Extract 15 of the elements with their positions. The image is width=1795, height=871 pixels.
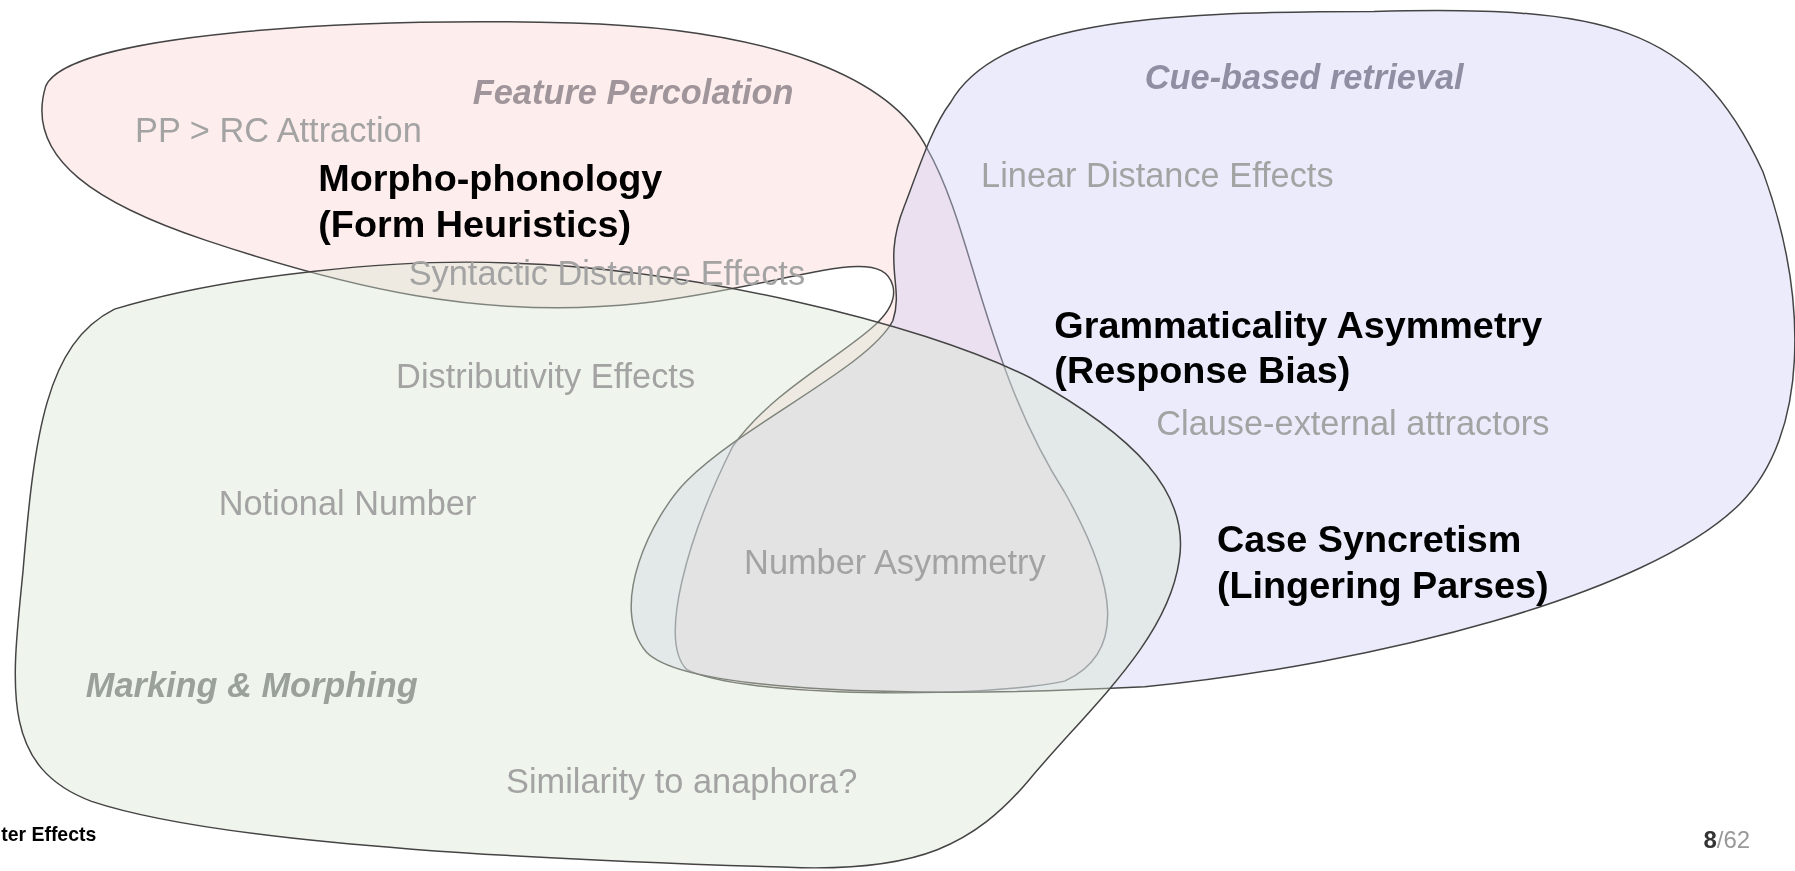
item-label: Clause-external attractors (1156, 403, 1550, 444)
footer-text: ter Effects (1, 824, 97, 848)
set-title: Feature Percolation (472, 72, 794, 114)
set-title: Cue-based retrieval (1144, 57, 1464, 99)
item-label: Notional Number (218, 483, 477, 524)
bold-label: Morpho-phonology (Form Heuristics) (318, 155, 664, 247)
item-label: PP > RC Attraction (135, 110, 422, 151)
item-label: Number Asymmetry (744, 542, 1046, 582)
bold-label: Case Syncretism (Lingering Parses) (1216, 516, 1550, 607)
set-title: Marking & Morphing (85, 665, 418, 707)
item-label: Similarity to anaphora? (506, 761, 858, 803)
bold-label: Grammaticality Asymmetry (Response Bias) (1054, 302, 1544, 393)
page-number: 8/62 (1703, 826, 1751, 854)
item-label: Linear Distance Effects (981, 154, 1334, 196)
item-label: Distributivity Effects (396, 356, 696, 397)
